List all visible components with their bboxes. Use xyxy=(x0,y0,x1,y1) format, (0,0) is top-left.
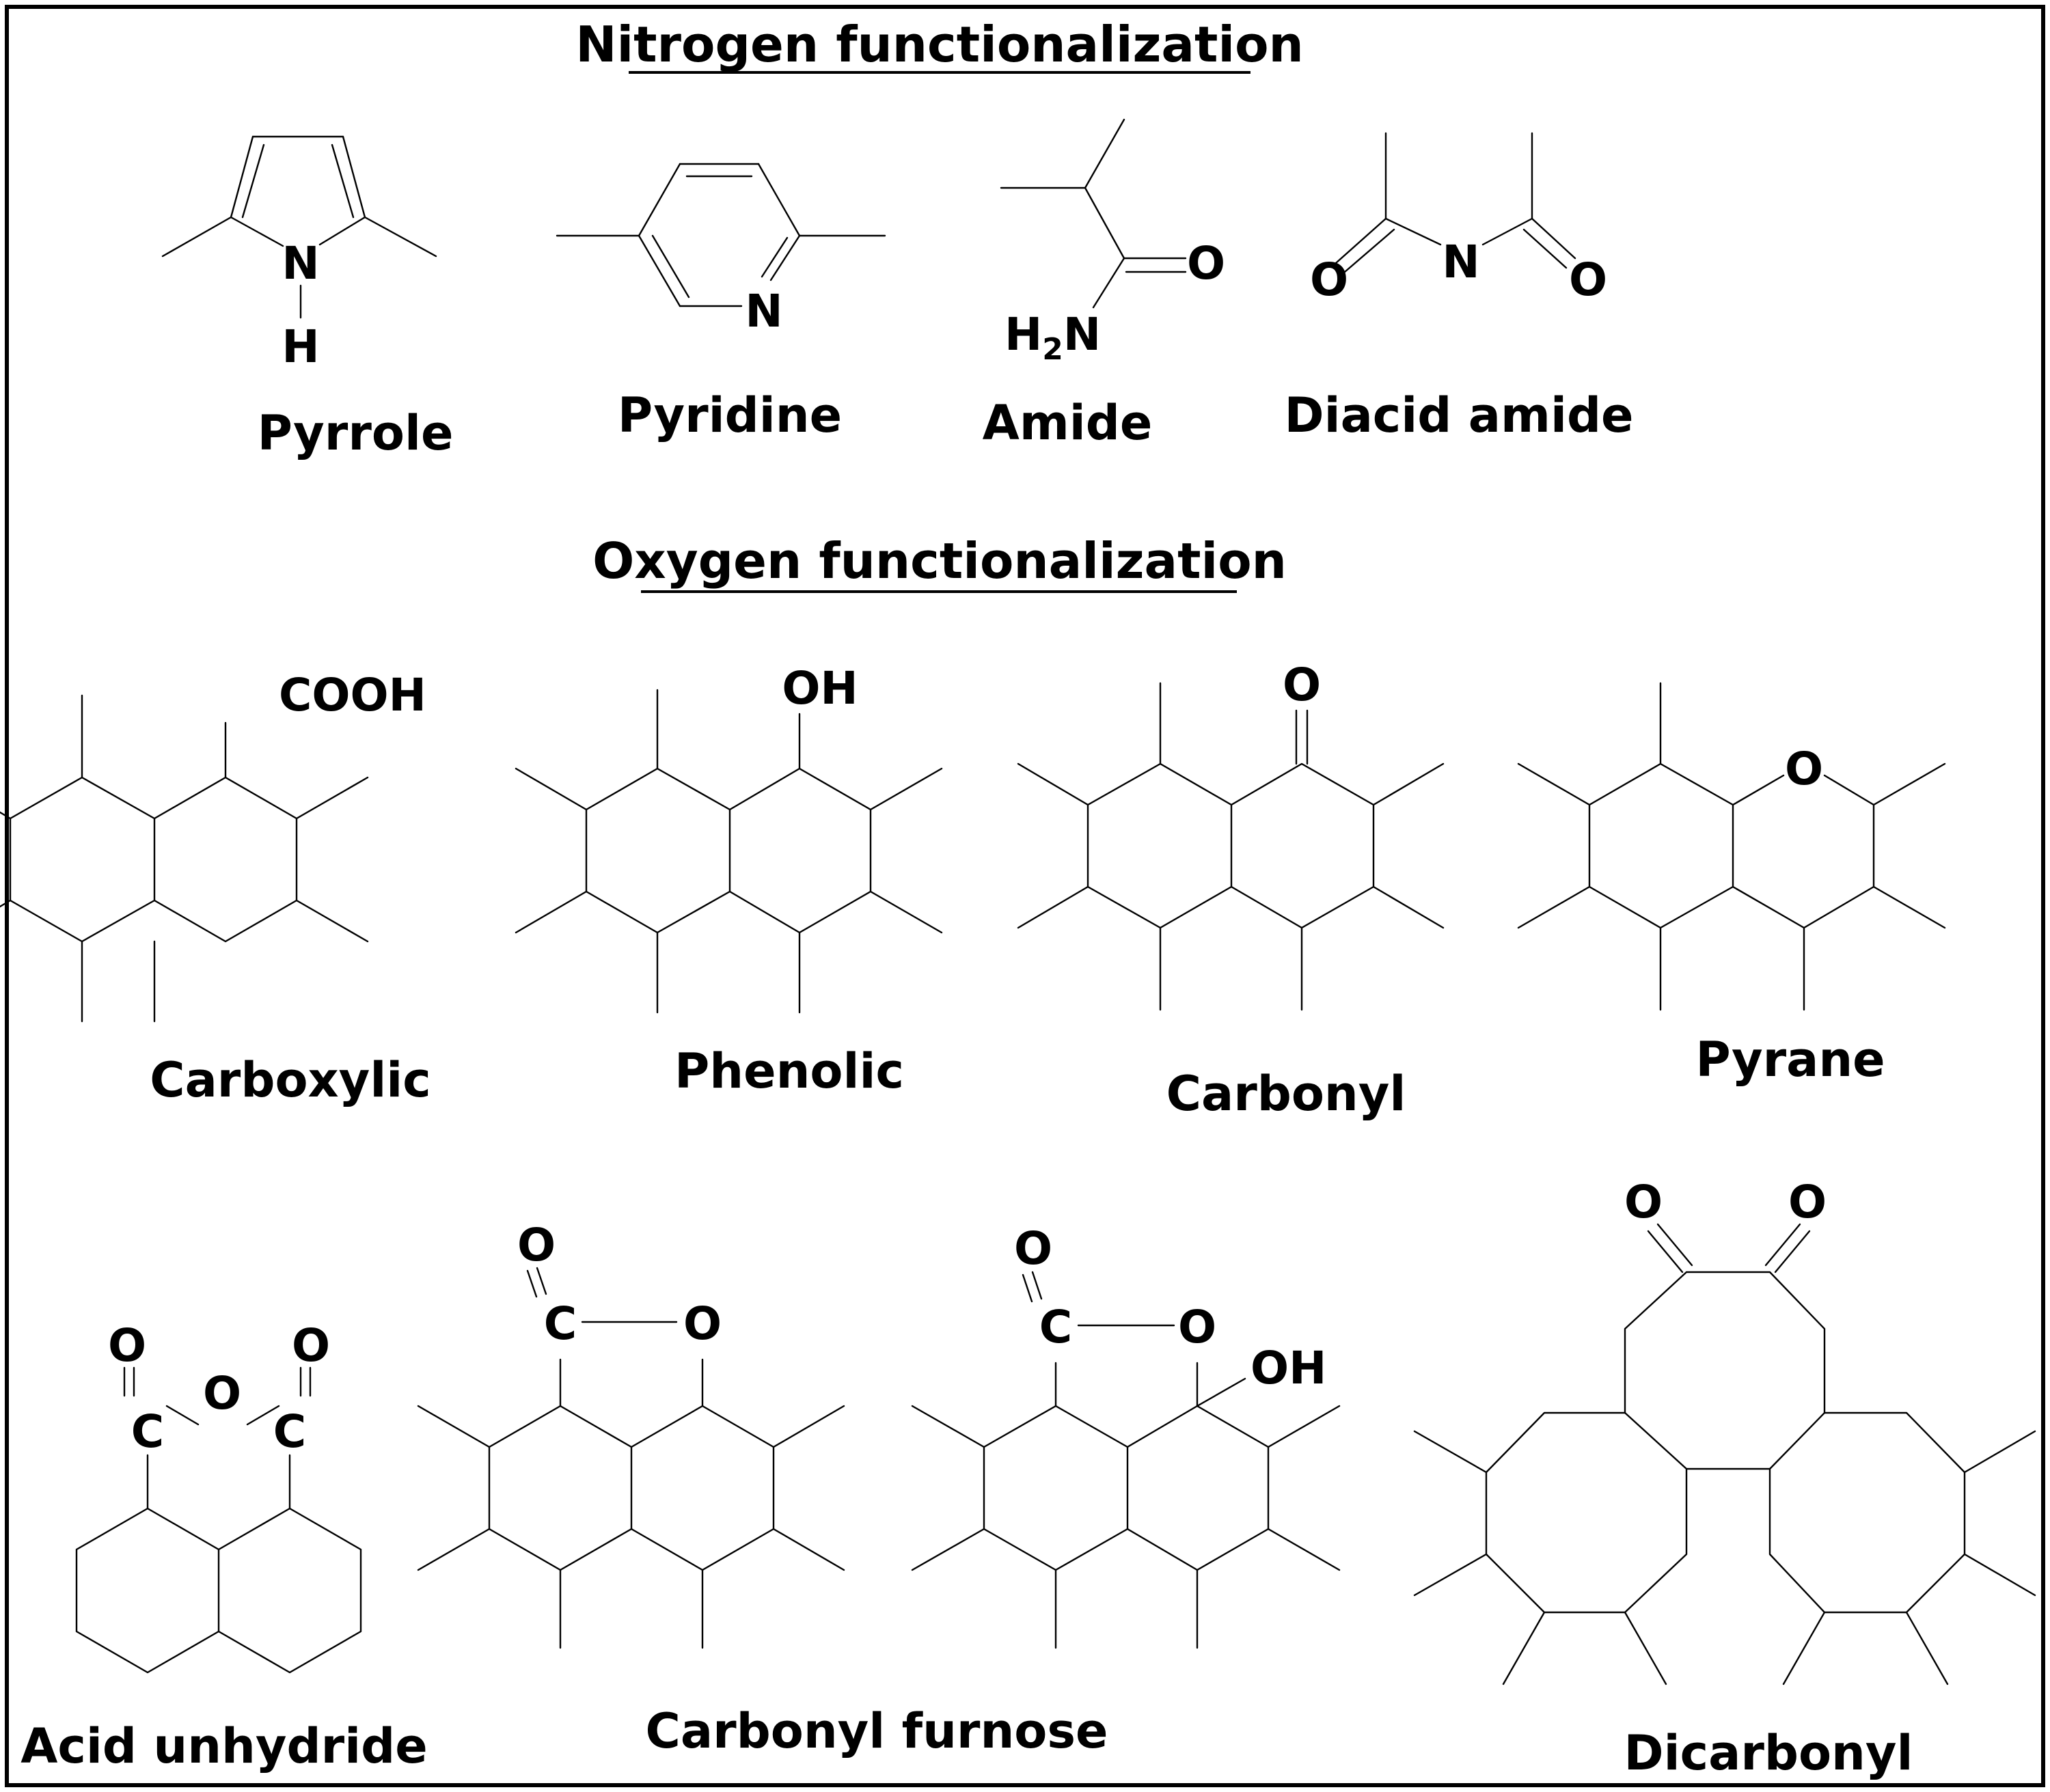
pyrrole-hydrogen: H xyxy=(282,320,319,373)
phenolic-bonds xyxy=(515,689,943,1014)
acid-unhydride-oxygen-left: O xyxy=(108,1319,146,1372)
pyrane-bonds xyxy=(1517,682,1946,1011)
furnose-lactone-bonds xyxy=(417,1267,845,1649)
furnose-lactone-ring-oxygen: O xyxy=(683,1297,722,1350)
label-diacid-amide: Diacid amide xyxy=(1284,387,1633,443)
carbonyl-furnose-hydroxy-structure: O C O OH xyxy=(911,1222,1341,1649)
carbonyl-oxygen: O xyxy=(1283,659,1321,711)
pyrane-structure: O xyxy=(1517,682,1946,1011)
phenolic-structure: OH xyxy=(515,662,943,1014)
acid-unhydride-bridge-oxygen: O xyxy=(203,1367,241,1420)
furnose-lactone-carbon: C xyxy=(544,1297,577,1350)
label-pyrane: Pyrane xyxy=(1695,1032,1885,1088)
acid-unhydride-oxygen-right: O xyxy=(292,1319,330,1372)
furnose-lactone-oxygen-carbonyl: O xyxy=(517,1219,556,1271)
diacid-amide-nitrogen: N xyxy=(1442,236,1479,288)
label-amide: Amide xyxy=(983,395,1153,451)
pyrrole-bonds xyxy=(161,135,437,319)
acid-unhydride-bonds xyxy=(75,1366,362,1674)
diacid-amide-bonds xyxy=(1335,132,1576,273)
carboxylic-cooh: COOH xyxy=(279,669,426,721)
carbonyl-bonds xyxy=(1017,682,1445,1011)
amide-nh2: H2N xyxy=(1004,308,1101,367)
carbonyl-furnose-lactone-structure: O C O xyxy=(417,1219,845,1649)
furnose-hydroxy-oh: OH xyxy=(1250,1342,1326,1394)
pyrrole-nitrogen: N xyxy=(282,237,319,290)
pyridine-nitrogen: N xyxy=(745,285,782,337)
acid-unhydride-structure: O O O C C xyxy=(75,1319,362,1674)
carbonyl-structure: O xyxy=(1017,659,1445,1011)
furnose-hydroxy-oxygen-carbonyl: O xyxy=(1014,1222,1052,1275)
nitrogen-heading: Nitrogen functionalization xyxy=(575,16,1304,73)
amide-oxygen: O xyxy=(1187,237,1225,290)
pyrrole-structure: N H xyxy=(161,135,437,373)
diacid-amide-oxygen-right: O xyxy=(1569,253,1607,306)
phenolic-oh: OH xyxy=(782,662,858,715)
label-pyridine: Pyridine xyxy=(618,387,842,443)
pyridine-bonds xyxy=(556,163,886,307)
label-carbonyl: Carbonyl xyxy=(1166,1066,1406,1122)
label-carbonyl-furnose: Carbonyl furnose xyxy=(645,1703,1108,1759)
dicarbonyl-oxygen-left: O xyxy=(1624,1176,1663,1228)
furnose-hydroxy-ring-oxygen: O xyxy=(1178,1301,1216,1353)
figure-frame xyxy=(5,5,2045,1787)
oxygen-heading: Oxygen functionalization xyxy=(592,532,1287,590)
pyrane-oxygen: O xyxy=(1785,743,1823,795)
dicarbonyl-bonds xyxy=(1413,1223,2036,1685)
label-dicarbonyl: Dicarbonyl xyxy=(1624,1725,1913,1781)
diacid-amide-structure: N O O xyxy=(1310,132,1607,306)
acid-unhydride-carbon-left: C xyxy=(131,1405,164,1458)
acid-unhydride-carbon-right: C xyxy=(273,1405,306,1458)
label-phenolic: Phenolic xyxy=(674,1043,904,1099)
pyridine-structure: N xyxy=(556,163,886,337)
amide-bonds xyxy=(1000,118,1187,309)
label-acid-unhydride: Acid unhydride xyxy=(20,1718,427,1774)
furnose-hydroxy-bonds xyxy=(911,1271,1341,1649)
label-pyrrole: Pyrrole xyxy=(258,405,454,461)
diacid-amide-oxygen-left: O xyxy=(1310,253,1348,306)
label-carboxylic: Carboxylic xyxy=(150,1052,431,1108)
carboxylic-bonds xyxy=(0,694,369,1023)
furnose-hydroxy-carbon: C xyxy=(1039,1301,1072,1353)
dicarbonyl-oxygen-right: O xyxy=(1788,1176,1827,1228)
amide-structure: O H2N xyxy=(1000,118,1225,367)
dicarbonyl-structure: O O xyxy=(1413,1176,2036,1685)
carboxylic-structure: COOH xyxy=(0,669,426,1023)
